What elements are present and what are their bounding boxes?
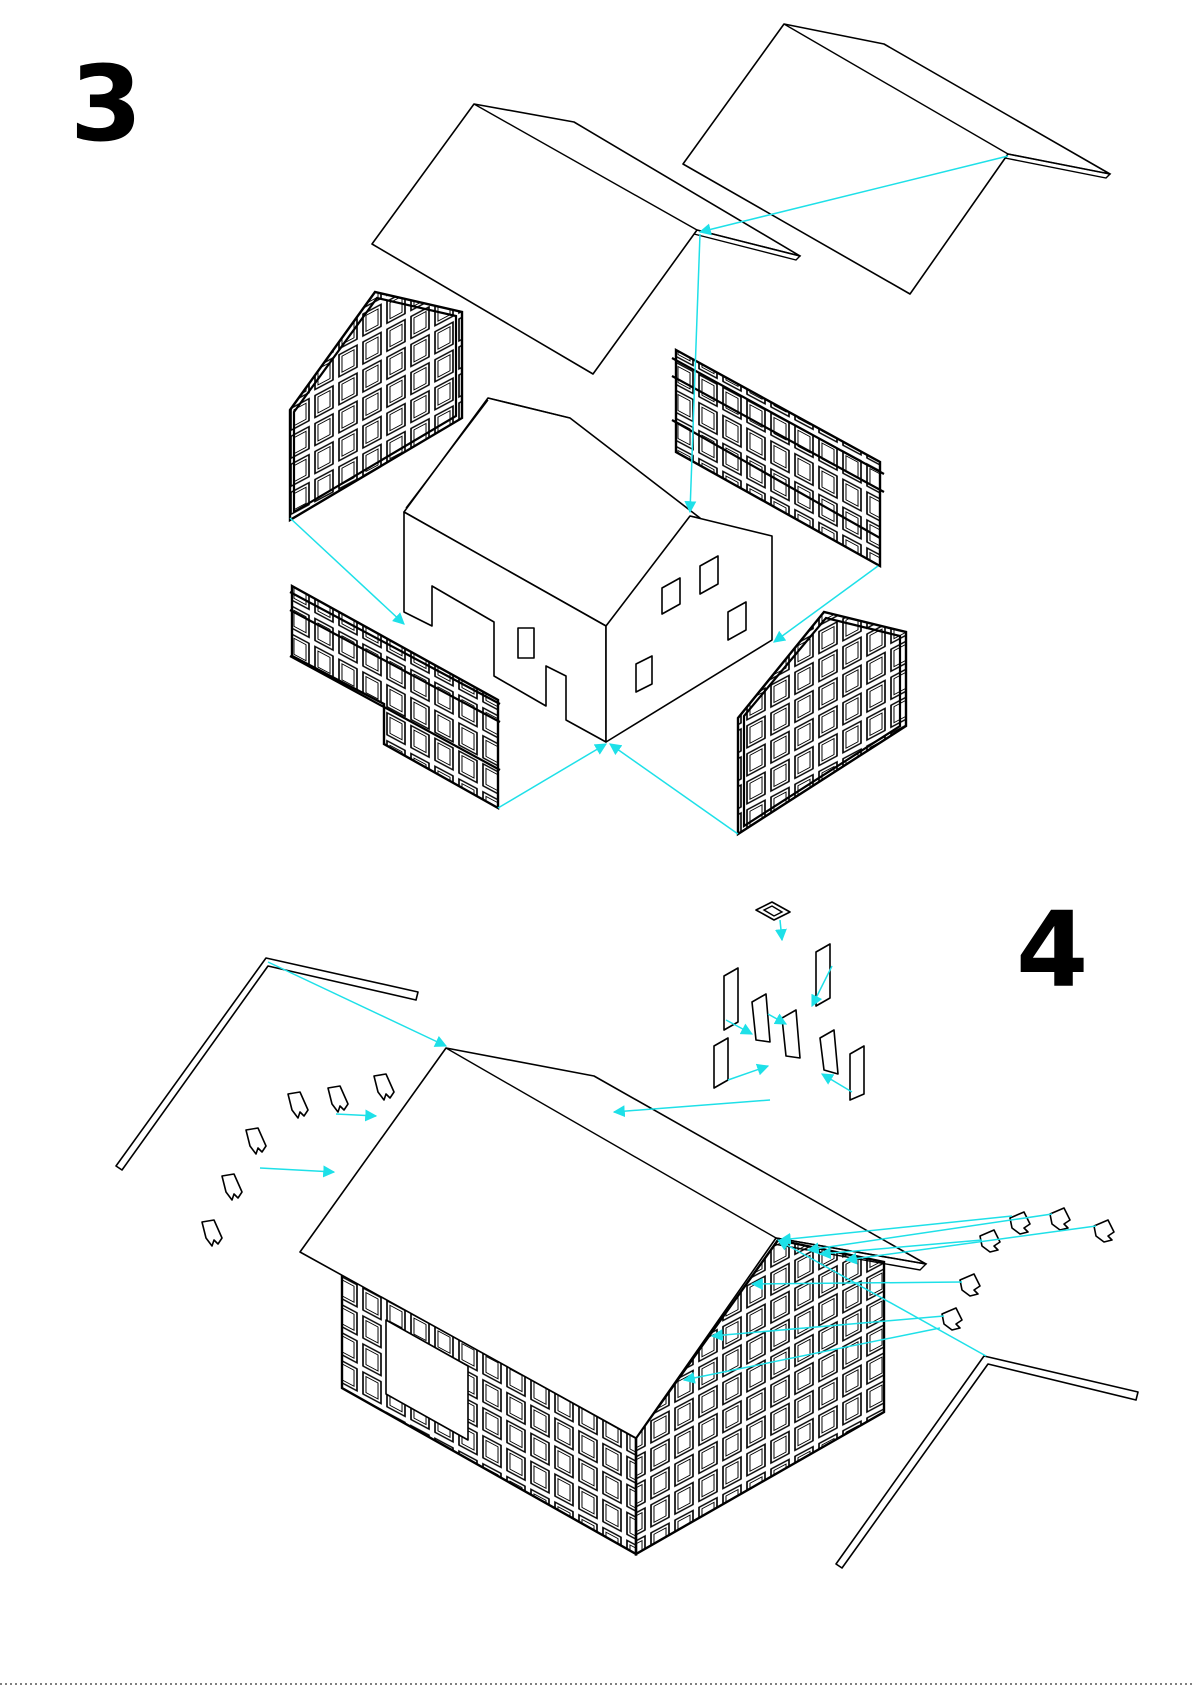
rafter-end-piece-icon [1010, 1212, 1030, 1234]
step3-group [290, 24, 1110, 834]
rafter-end-piece-icon [288, 1092, 308, 1118]
rafter-end-piece-icon [246, 1128, 266, 1154]
step4-group [116, 902, 1138, 1568]
side-wall-frame-left-icon [290, 586, 500, 808]
roof-panel-right-icon [683, 24, 1110, 294]
chimney-part-icon [850, 1046, 864, 1100]
chimney-part-icon [752, 994, 770, 1042]
rafter-end-piece-icon [222, 1174, 242, 1200]
chimney-part-icon [714, 1038, 728, 1088]
chimney-cap-icon [756, 902, 790, 920]
rafter-end-piece-icon [1050, 1208, 1070, 1230]
chimney-parts [714, 902, 864, 1100]
rafter-end-piece-icon [202, 1220, 222, 1246]
barge-board-left-icon [116, 958, 418, 1170]
rafter-end-piece-icon [1094, 1220, 1114, 1242]
chimney-part-icon [820, 1030, 838, 1074]
rafter-end-piece-icon [374, 1074, 394, 1100]
chimney-part-icon [782, 1010, 800, 1058]
rafter-end-piece-icon [960, 1274, 980, 1296]
rafter-end-piece-icon [942, 1308, 962, 1330]
rafter-end-piece-icon [328, 1086, 348, 1112]
